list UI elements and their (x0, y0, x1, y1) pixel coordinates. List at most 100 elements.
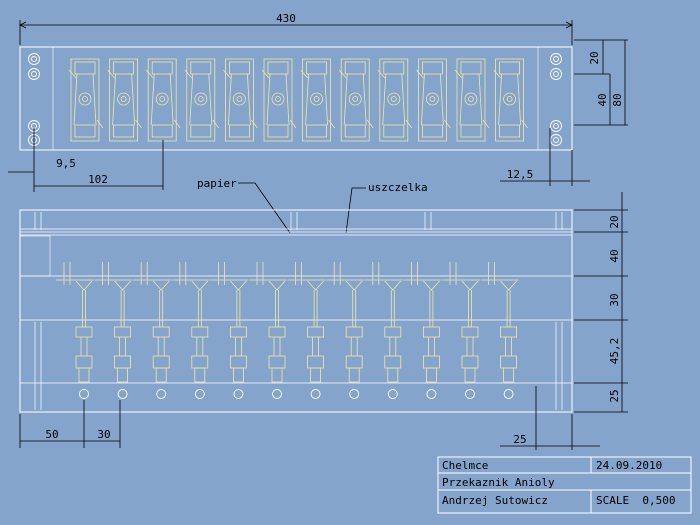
relay-top-terminal (113, 61, 134, 75)
relay-edge-left (421, 73, 425, 126)
relay-block-upper (152, 326, 170, 338)
relay-coil-center (120, 96, 127, 102)
relay-terminal-lower (425, 367, 437, 383)
relay-top (223, 58, 258, 142)
relay-block-upper (268, 326, 286, 338)
relay-top (454, 58, 490, 142)
relay-foot (426, 389, 437, 399)
relay-top (145, 58, 181, 142)
relay-connector (268, 280, 286, 291)
relay-block-lower (500, 355, 518, 369)
relay-foot (387, 389, 398, 399)
dimension-30-front-bottom: 30 (97, 428, 110, 441)
hole-outer (550, 134, 562, 146)
mounting-hole (28, 53, 40, 65)
relay-body (224, 58, 254, 142)
relay-front (210, 262, 249, 399)
relay-foot (272, 389, 282, 399)
relay-pin (212, 119, 220, 129)
relay-edge-right (208, 73, 213, 126)
relay-pin (338, 69, 347, 79)
dimension-102: 102 (88, 173, 108, 186)
top-view-dimensions (8, 20, 628, 192)
relay-bottom-terminal (344, 124, 366, 138)
relay-coil (464, 92, 478, 106)
relay-foot (349, 389, 360, 399)
relay-block-lower (307, 355, 325, 369)
relay-bottom-terminal (460, 124, 482, 138)
relay-pin (96, 119, 104, 129)
relay-bottom-terminal (383, 124, 405, 138)
relay-pin (135, 119, 142, 129)
relay-coil-center (197, 96, 204, 102)
dimension-9-5: 9,5 (56, 157, 76, 170)
relay-bottom-terminal (306, 124, 328, 138)
relay-connector (75, 280, 93, 291)
relay-block-upper (384, 326, 402, 338)
relay-connector (423, 280, 440, 291)
relay-top-terminal (74, 61, 96, 75)
relay-block-lower (384, 355, 402, 369)
relay-front (403, 262, 442, 399)
relay-body (186, 58, 216, 142)
relay-top (184, 58, 220, 142)
relay-top (416, 58, 451, 142)
relay-edge-right (131, 73, 135, 126)
dimension-12-5: 12,5 (507, 168, 534, 181)
dimension-80-right: 80 (611, 93, 624, 106)
spacer-posts (34, 212, 563, 410)
relay-coil-center (275, 96, 281, 102)
relay-top-terminal (499, 61, 521, 75)
relay-block-lower (461, 355, 479, 369)
relay-block-lower (75, 355, 93, 369)
relay-top (261, 58, 297, 142)
dimension-20-right: 20 (588, 51, 601, 64)
relay-pin (251, 119, 258, 129)
relay-pin (377, 69, 386, 79)
relay-connector (500, 280, 517, 291)
dimension-25-front-right: 25 (608, 389, 621, 402)
relay-block-lower (114, 355, 131, 369)
relay-top-terminal (460, 61, 482, 75)
hole-outer (550, 53, 562, 65)
relay-foot (79, 389, 89, 399)
relay-body (340, 58, 370, 142)
relay-block-lower (268, 355, 286, 369)
relay-terminal-lower (194, 367, 206, 383)
relay-block-upper (345, 326, 363, 338)
relay-body (302, 58, 332, 142)
relay-terminal-lower (271, 367, 283, 383)
dimension-20-front: 20 (608, 215, 621, 228)
relay-front (56, 262, 94, 399)
relay-edge-right (401, 73, 406, 126)
relay-top-terminal (267, 61, 289, 75)
relay-body (70, 58, 100, 142)
relay-top-terminal (151, 61, 173, 75)
relay-terminal-lower (387, 367, 399, 383)
relay-connector (114, 280, 131, 291)
relay-coil-center (82, 96, 88, 102)
relay-pin (405, 119, 413, 129)
relay-top-terminal (421, 61, 443, 75)
relay-pin (328, 119, 335, 129)
relay-block-upper (114, 326, 131, 338)
relay-terminal-lower (310, 367, 322, 383)
title-block-drawing-title: Przekaznik Anioly (442, 476, 555, 489)
relay-front (480, 262, 519, 399)
relay-terminal-lower (503, 367, 515, 383)
relay-block-lower (229, 355, 247, 369)
relay-top-terminal (306, 61, 328, 75)
hole-outer (550, 68, 562, 80)
relay-coil-center (390, 96, 397, 102)
relay-block-upper (191, 326, 209, 338)
relay-terminal-lower (232, 367, 244, 383)
relay-coil (387, 92, 401, 106)
hole-inner (553, 56, 559, 62)
relay-top-terminal (383, 61, 405, 75)
relay-pin (261, 69, 270, 79)
relay-connector (461, 280, 479, 291)
relay-bottom-terminal (190, 124, 212, 138)
relay-block-upper (75, 326, 93, 338)
relay-coil (425, 92, 439, 106)
relay-edge-left (498, 73, 502, 126)
